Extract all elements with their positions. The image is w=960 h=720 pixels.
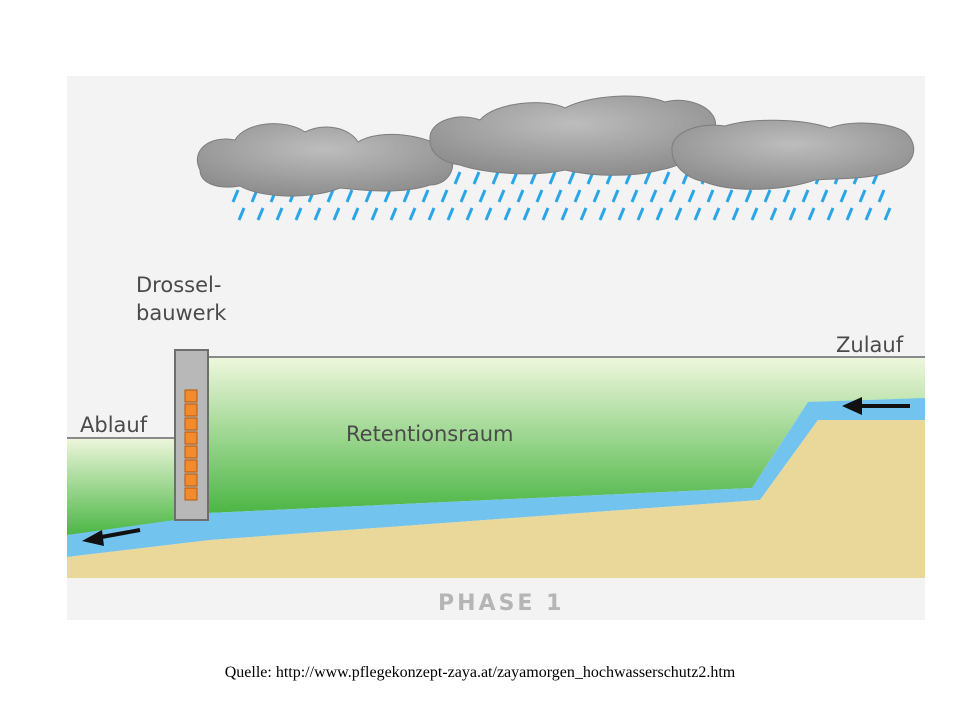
rain-drop xyxy=(845,207,854,221)
rain-drop xyxy=(883,207,892,221)
brick xyxy=(184,403,198,417)
rain-drop xyxy=(522,207,531,221)
clouds xyxy=(197,95,915,197)
rain-drop xyxy=(649,189,658,203)
rain-drop xyxy=(370,207,379,221)
source-caption: Quelle: http://www.pflegekonzept-zaya.at… xyxy=(224,664,736,681)
rain-drop xyxy=(693,207,702,221)
rain-drop xyxy=(763,189,772,203)
rain-drop xyxy=(839,189,848,203)
rain-drop xyxy=(332,207,341,221)
rain-drop xyxy=(478,189,487,203)
rain-drop xyxy=(662,171,671,185)
rain-drop xyxy=(541,207,550,221)
rain-drop xyxy=(826,207,835,221)
rain-drop xyxy=(630,189,639,203)
rain-drop xyxy=(636,207,645,221)
rain-drop xyxy=(617,207,626,221)
rain-drop xyxy=(782,189,791,203)
rain-drop xyxy=(535,189,544,203)
rain-drop xyxy=(769,207,778,221)
brick xyxy=(184,459,198,473)
rain-drop xyxy=(465,207,474,221)
rain-drop xyxy=(491,171,500,185)
throttle-label-line2: bauwerk xyxy=(136,301,227,325)
rain-drop xyxy=(440,189,449,203)
arrow-left-icon xyxy=(842,397,910,415)
rain-drop xyxy=(744,189,753,203)
rain-drop xyxy=(706,189,715,203)
rain-drop xyxy=(592,189,601,203)
rain-drop xyxy=(345,189,354,203)
arrow-left-icon xyxy=(82,528,141,546)
rain-drop xyxy=(807,207,816,221)
rain-drop xyxy=(256,207,265,221)
brick xyxy=(184,473,198,487)
rain-drop xyxy=(687,189,696,203)
soil xyxy=(67,420,925,578)
rain-drop xyxy=(579,207,588,221)
phase-label: PHASE 1 xyxy=(438,591,564,616)
retention-area xyxy=(208,358,925,513)
rain-drop xyxy=(231,189,240,203)
brick xyxy=(184,417,198,431)
rain-drop xyxy=(655,207,664,221)
brick xyxy=(184,487,198,501)
rain-drop xyxy=(408,207,417,221)
rain-drop xyxy=(402,189,411,203)
rain-drop xyxy=(801,189,810,203)
rain-drop xyxy=(573,189,582,203)
rain-drop xyxy=(484,207,493,221)
rain-drop xyxy=(725,189,734,203)
rain-drop xyxy=(326,189,335,203)
rain-drop xyxy=(560,207,569,221)
rain-drop xyxy=(389,207,398,221)
rain-drop xyxy=(554,189,563,203)
inflow-label: Zulauf xyxy=(836,333,904,357)
rain-drop xyxy=(674,207,683,221)
rain-drop xyxy=(877,189,886,203)
water-channel xyxy=(67,398,925,557)
rain-drop xyxy=(864,207,873,221)
rain-drop xyxy=(472,171,481,185)
rain-drop xyxy=(516,189,525,203)
rain-drop xyxy=(611,189,620,203)
brick xyxy=(184,431,198,445)
rain-drop xyxy=(446,207,455,221)
rain-drop xyxy=(364,189,373,203)
brick-stack xyxy=(184,389,198,501)
rain-drop xyxy=(503,207,512,221)
rain-drop xyxy=(351,207,360,221)
rain-drop xyxy=(313,207,322,221)
rain-drop xyxy=(567,171,576,185)
rain-drop xyxy=(598,207,607,221)
brick xyxy=(184,445,198,459)
rain-drop xyxy=(421,189,430,203)
rain-drop xyxy=(427,207,436,221)
rain-drop xyxy=(712,207,721,221)
rain-drop xyxy=(453,171,462,185)
outflow-label: Ablauf xyxy=(80,413,148,437)
rain-drop xyxy=(820,189,829,203)
rain-drop xyxy=(858,189,867,203)
rain-drop xyxy=(237,207,246,221)
rain-drop xyxy=(275,207,284,221)
rain-drop xyxy=(668,189,677,203)
rain-drop xyxy=(548,171,557,185)
rain-drop xyxy=(731,207,740,221)
rain-drop xyxy=(497,189,506,203)
basin-label: Retentionsraum xyxy=(346,422,513,446)
cloud-right xyxy=(671,119,915,190)
rain-drop xyxy=(383,189,392,203)
throttle-label-line1: Drossel- xyxy=(136,273,221,297)
brick xyxy=(184,389,198,403)
throttle-structure xyxy=(174,349,209,521)
rain-drop xyxy=(459,189,468,203)
rain-drop xyxy=(750,207,759,221)
rain-drop xyxy=(294,207,303,221)
rain-drop xyxy=(643,171,652,185)
rain-drop xyxy=(788,207,797,221)
outflow-area xyxy=(67,438,175,535)
